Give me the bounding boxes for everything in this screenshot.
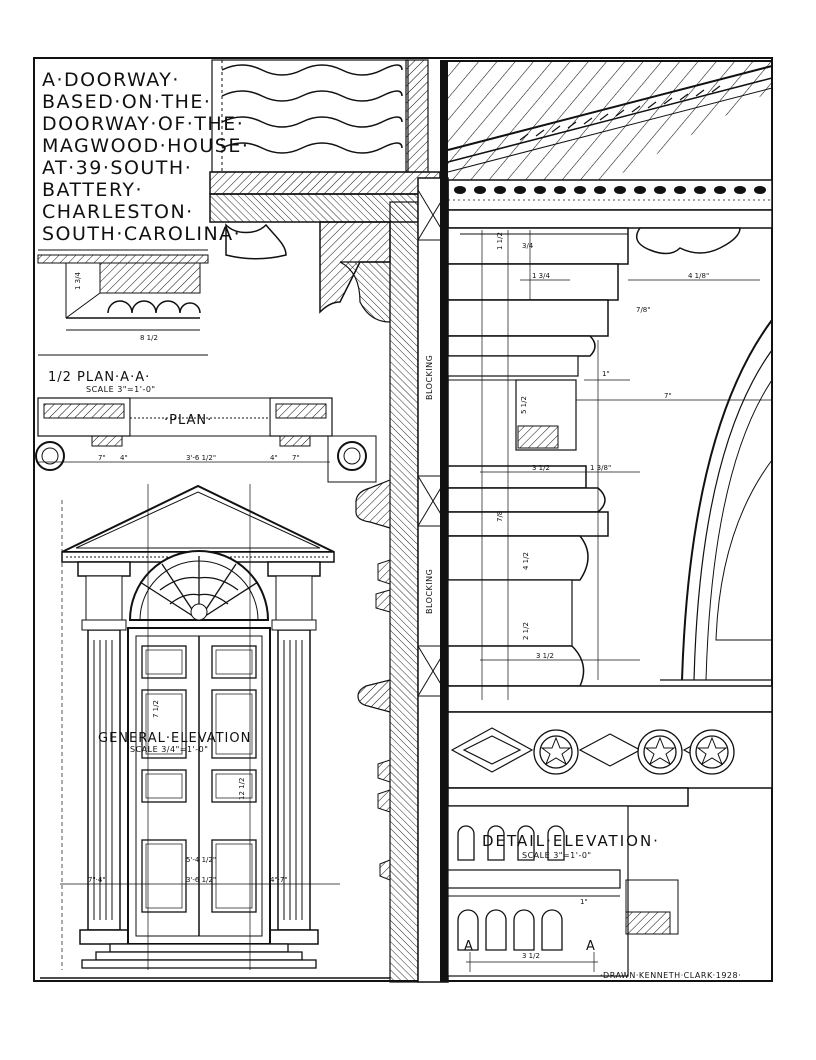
- profile-height-dim: 1 3/4: [74, 272, 82, 290]
- general-elevation-label: GENERAL·ELEVATION: [98, 731, 251, 746]
- ge-dim-right: 4"·7": [270, 876, 288, 884]
- arch-detail: [660, 319, 773, 681]
- detail-dim-3: 1 3/4: [532, 272, 550, 280]
- blocking-label-top: BLOCKING: [425, 355, 434, 400]
- ge-dim-height-2: 12 1/2: [238, 778, 246, 800]
- detail-dim-14: 3 1/2: [536, 652, 554, 660]
- title-block: A·DOORWAY· BASED·ON·THE· DOORWAY·OF·THE·…: [42, 69, 249, 245]
- detail-dim-11: 7/8: [496, 511, 504, 522]
- detail-dim-10: 1 3/8": [590, 464, 611, 472]
- detail-elevation: DETAIL·ELEVATION· SCALE 3"=1'-0" 1 1/2 3…: [447, 227, 773, 977]
- entablature-section: [209, 171, 741, 323]
- detail-dim-6: 1": [602, 370, 610, 378]
- section-mark-right: A: [586, 939, 596, 954]
- title-line-2: BASED·ON·THE·: [42, 91, 211, 113]
- plan-label: ·PLAN·: [164, 413, 212, 428]
- title-line-4: MAGWOOD·HOUSE·: [42, 135, 249, 157]
- detail-dim-8: 5 1/2: [520, 396, 528, 414]
- detail-dim-15: 1": [580, 898, 588, 906]
- profile-detail: 8 1/2 1 3/4: [37, 249, 209, 342]
- title-line-3: DOORWAY·OF·THE·: [42, 113, 244, 135]
- detail-dim-5: 7/8": [636, 306, 651, 314]
- detail-dim-4: 4 1/8": [688, 272, 709, 280]
- title-line-7: CHARLESTON·: [42, 201, 194, 223]
- ge-dim-panel-height: 7 1/2: [152, 700, 160, 718]
- plan-dim-right-a: 4": [270, 454, 278, 462]
- plan-title: 1/2 PLAN·A·A·: [48, 370, 150, 385]
- blocking-label-bottom: BLOCKING: [425, 569, 434, 614]
- general-elevation-scale: SCALE 3/4"=1'-0": [130, 745, 208, 754]
- title-line-8: SOUTH·CAROLINA·: [42, 223, 241, 245]
- plan-scale: SCALE 3"=1'-0": [86, 385, 156, 394]
- half-plan: 1/2 PLAN·A·A· SCALE 3"=1'-0" ·PLAN· 7" 4…: [35, 354, 377, 483]
- detail-dim-2: 3/4: [522, 242, 534, 250]
- title-line-5: AT·39·SOUTH·: [42, 157, 192, 179]
- general-elevation: GENERAL·ELEVATION SCALE 3/4"=1'-0" 7"·4"…: [40, 484, 390, 979]
- plan-dim-right-b: 7": [292, 454, 300, 462]
- detail-dim-7: 7": [664, 392, 672, 400]
- profile-width-dim: 8 1/2: [140, 334, 158, 342]
- detail-dim-9: 3 1/2: [532, 464, 550, 472]
- pediment-detail: [447, 60, 773, 229]
- detail-dim-1: 1 1/2: [496, 232, 504, 250]
- ge-dim-left: 7"·4": [88, 876, 106, 884]
- ge-dim-mid: 5'-4 1/2": [186, 856, 216, 864]
- detail-elevation-scale: SCALE 3"=1'-0": [522, 851, 592, 860]
- plan-dim-center: 3'-6 1/2": [186, 454, 216, 462]
- detail-dim-12: 4 1/2: [522, 552, 530, 570]
- detail-dim-13: 2 1/2: [522, 622, 530, 640]
- wall-section: BLOCKING BLOCKING: [355, 59, 449, 983]
- section-mark-left: A: [464, 939, 474, 954]
- plan-dim-left-b: 4": [120, 454, 128, 462]
- title-line-1: A·DOORWAY·: [42, 69, 180, 91]
- detail-elevation-label: DETAIL·ELEVATION·: [482, 832, 660, 850]
- plan-dim-left-a: 7": [98, 454, 106, 462]
- wave-molding: [211, 59, 409, 173]
- ge-dim-center: 3'-6 1/2": [186, 876, 216, 884]
- drawing-credit: ·DRAWN·KENNETH·CLARK·1928·: [600, 971, 741, 980]
- detail-dim-16: 3 1/2: [522, 952, 540, 960]
- title-line-6: BATTERY·: [42, 179, 143, 201]
